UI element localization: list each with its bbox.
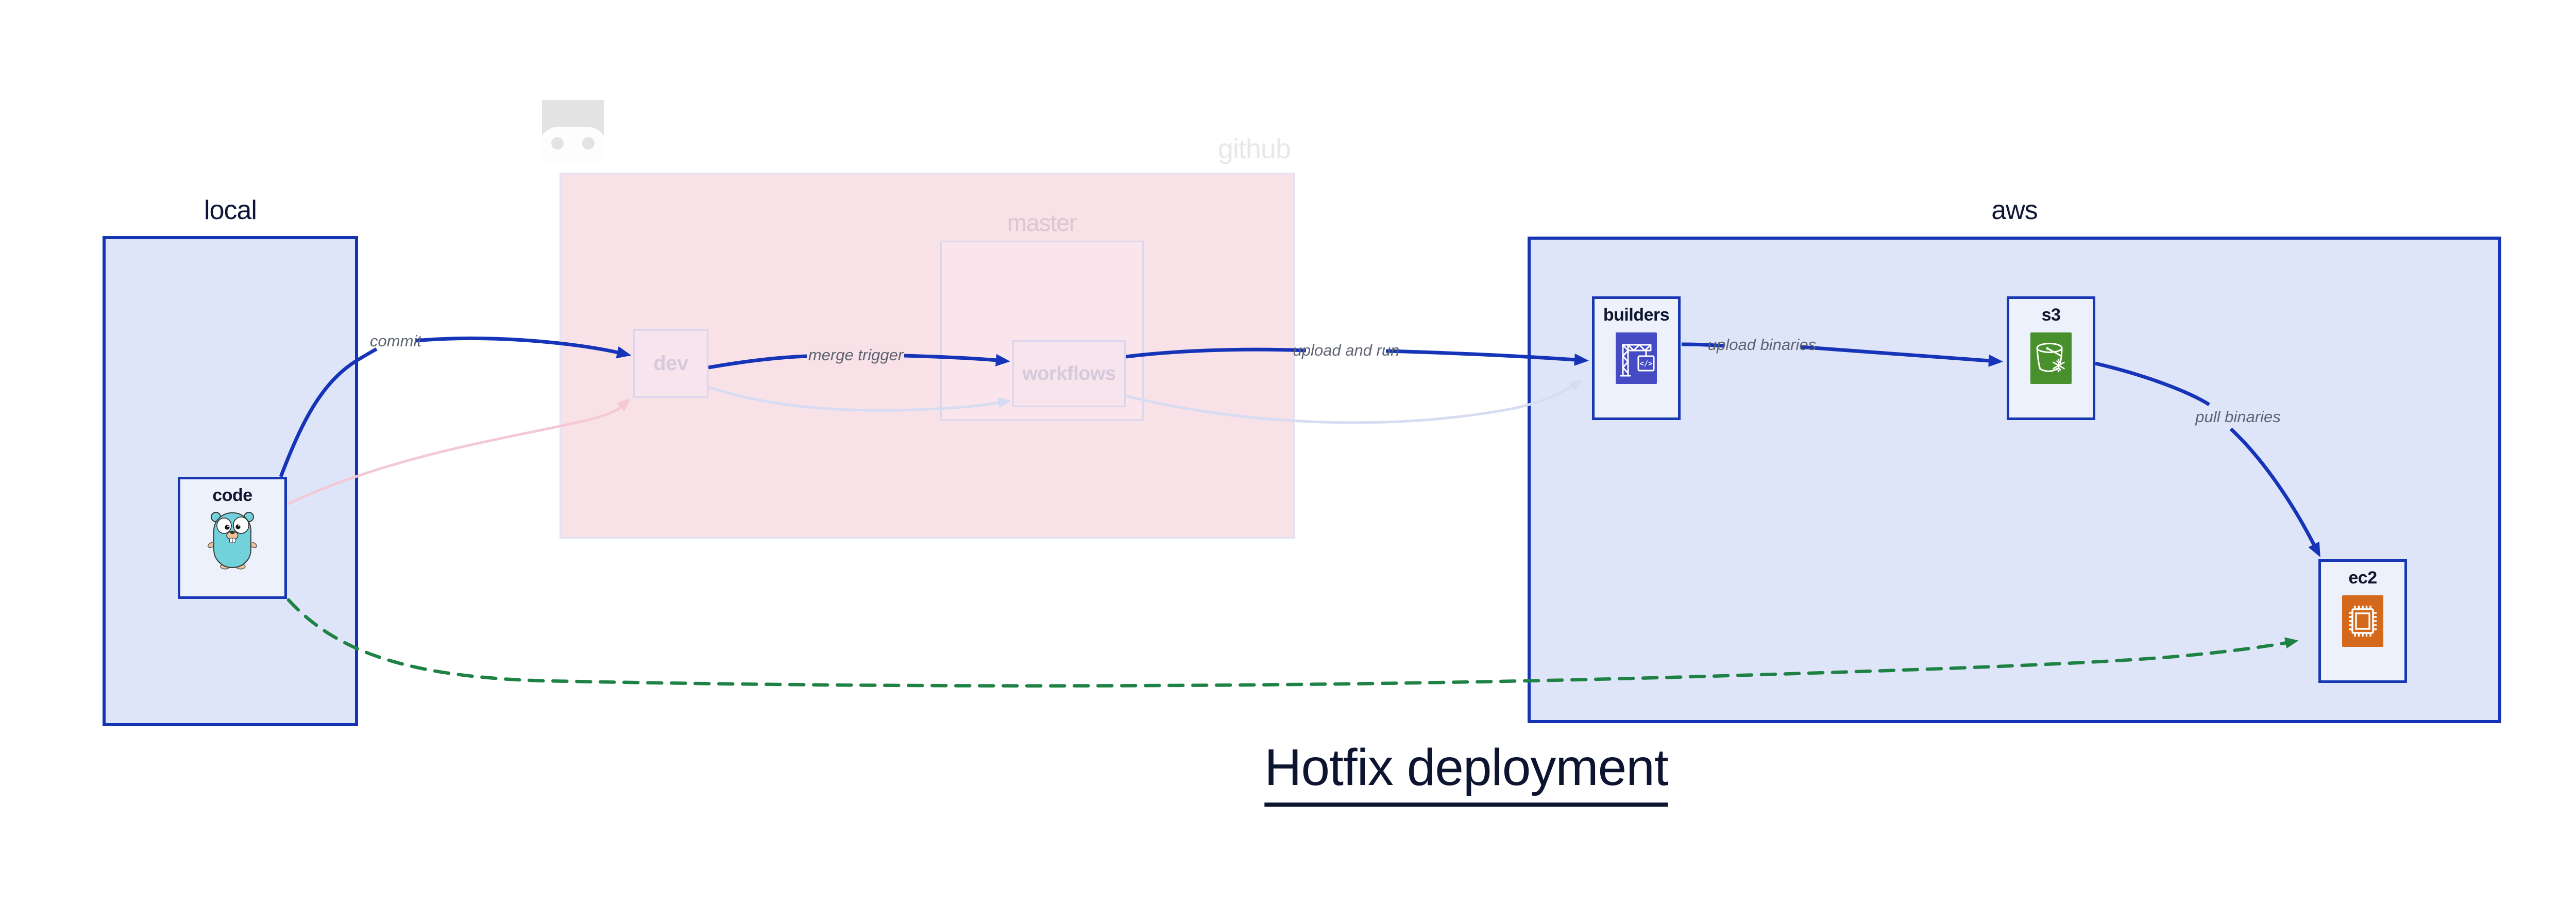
node-dev-label: dev xyxy=(653,352,688,375)
gopher-icon xyxy=(208,512,257,570)
node-workflows: workflows xyxy=(1012,340,1126,407)
edge-merge-trigger-label: merge trigger xyxy=(808,346,904,364)
node-s3: s3 xyxy=(2007,296,2095,420)
node-code-label: code xyxy=(212,486,252,505)
svg-text:</>: </> xyxy=(1639,360,1652,368)
cluster-aws-label: aws xyxy=(1991,195,2038,225)
codebuild-crane-icon: </> xyxy=(1616,332,1657,384)
node-dev: dev xyxy=(633,329,708,398)
edge-commit-label: commit xyxy=(370,332,421,350)
cluster-local-label: local xyxy=(204,195,257,225)
node-ec2-label: ec2 xyxy=(2348,568,2377,588)
ec2-chip-icon xyxy=(2342,595,2383,647)
edge-upload-and-run-label: upload and run xyxy=(1293,341,1400,359)
s3-bucket-snowflake-icon xyxy=(2030,332,2072,384)
octocat-icon xyxy=(542,100,604,162)
node-ec2: ec2 xyxy=(2318,559,2407,683)
edge-upload-binaries-label: upload binaries xyxy=(1707,336,1817,354)
cluster-github-label: github xyxy=(1217,133,1291,164)
node-builders: builders </> xyxy=(1592,296,1681,420)
node-code: code xyxy=(178,477,287,599)
cluster-master-label: master xyxy=(1007,209,1077,236)
edge-pull-binaries-label: pull binaries xyxy=(2195,408,2281,426)
node-s3-label: s3 xyxy=(2041,305,2061,325)
node-workflows-label: workflows xyxy=(1022,362,1116,385)
page-title: Hotfix deployment xyxy=(1264,738,1669,807)
node-builders-label: builders xyxy=(1603,305,1670,325)
